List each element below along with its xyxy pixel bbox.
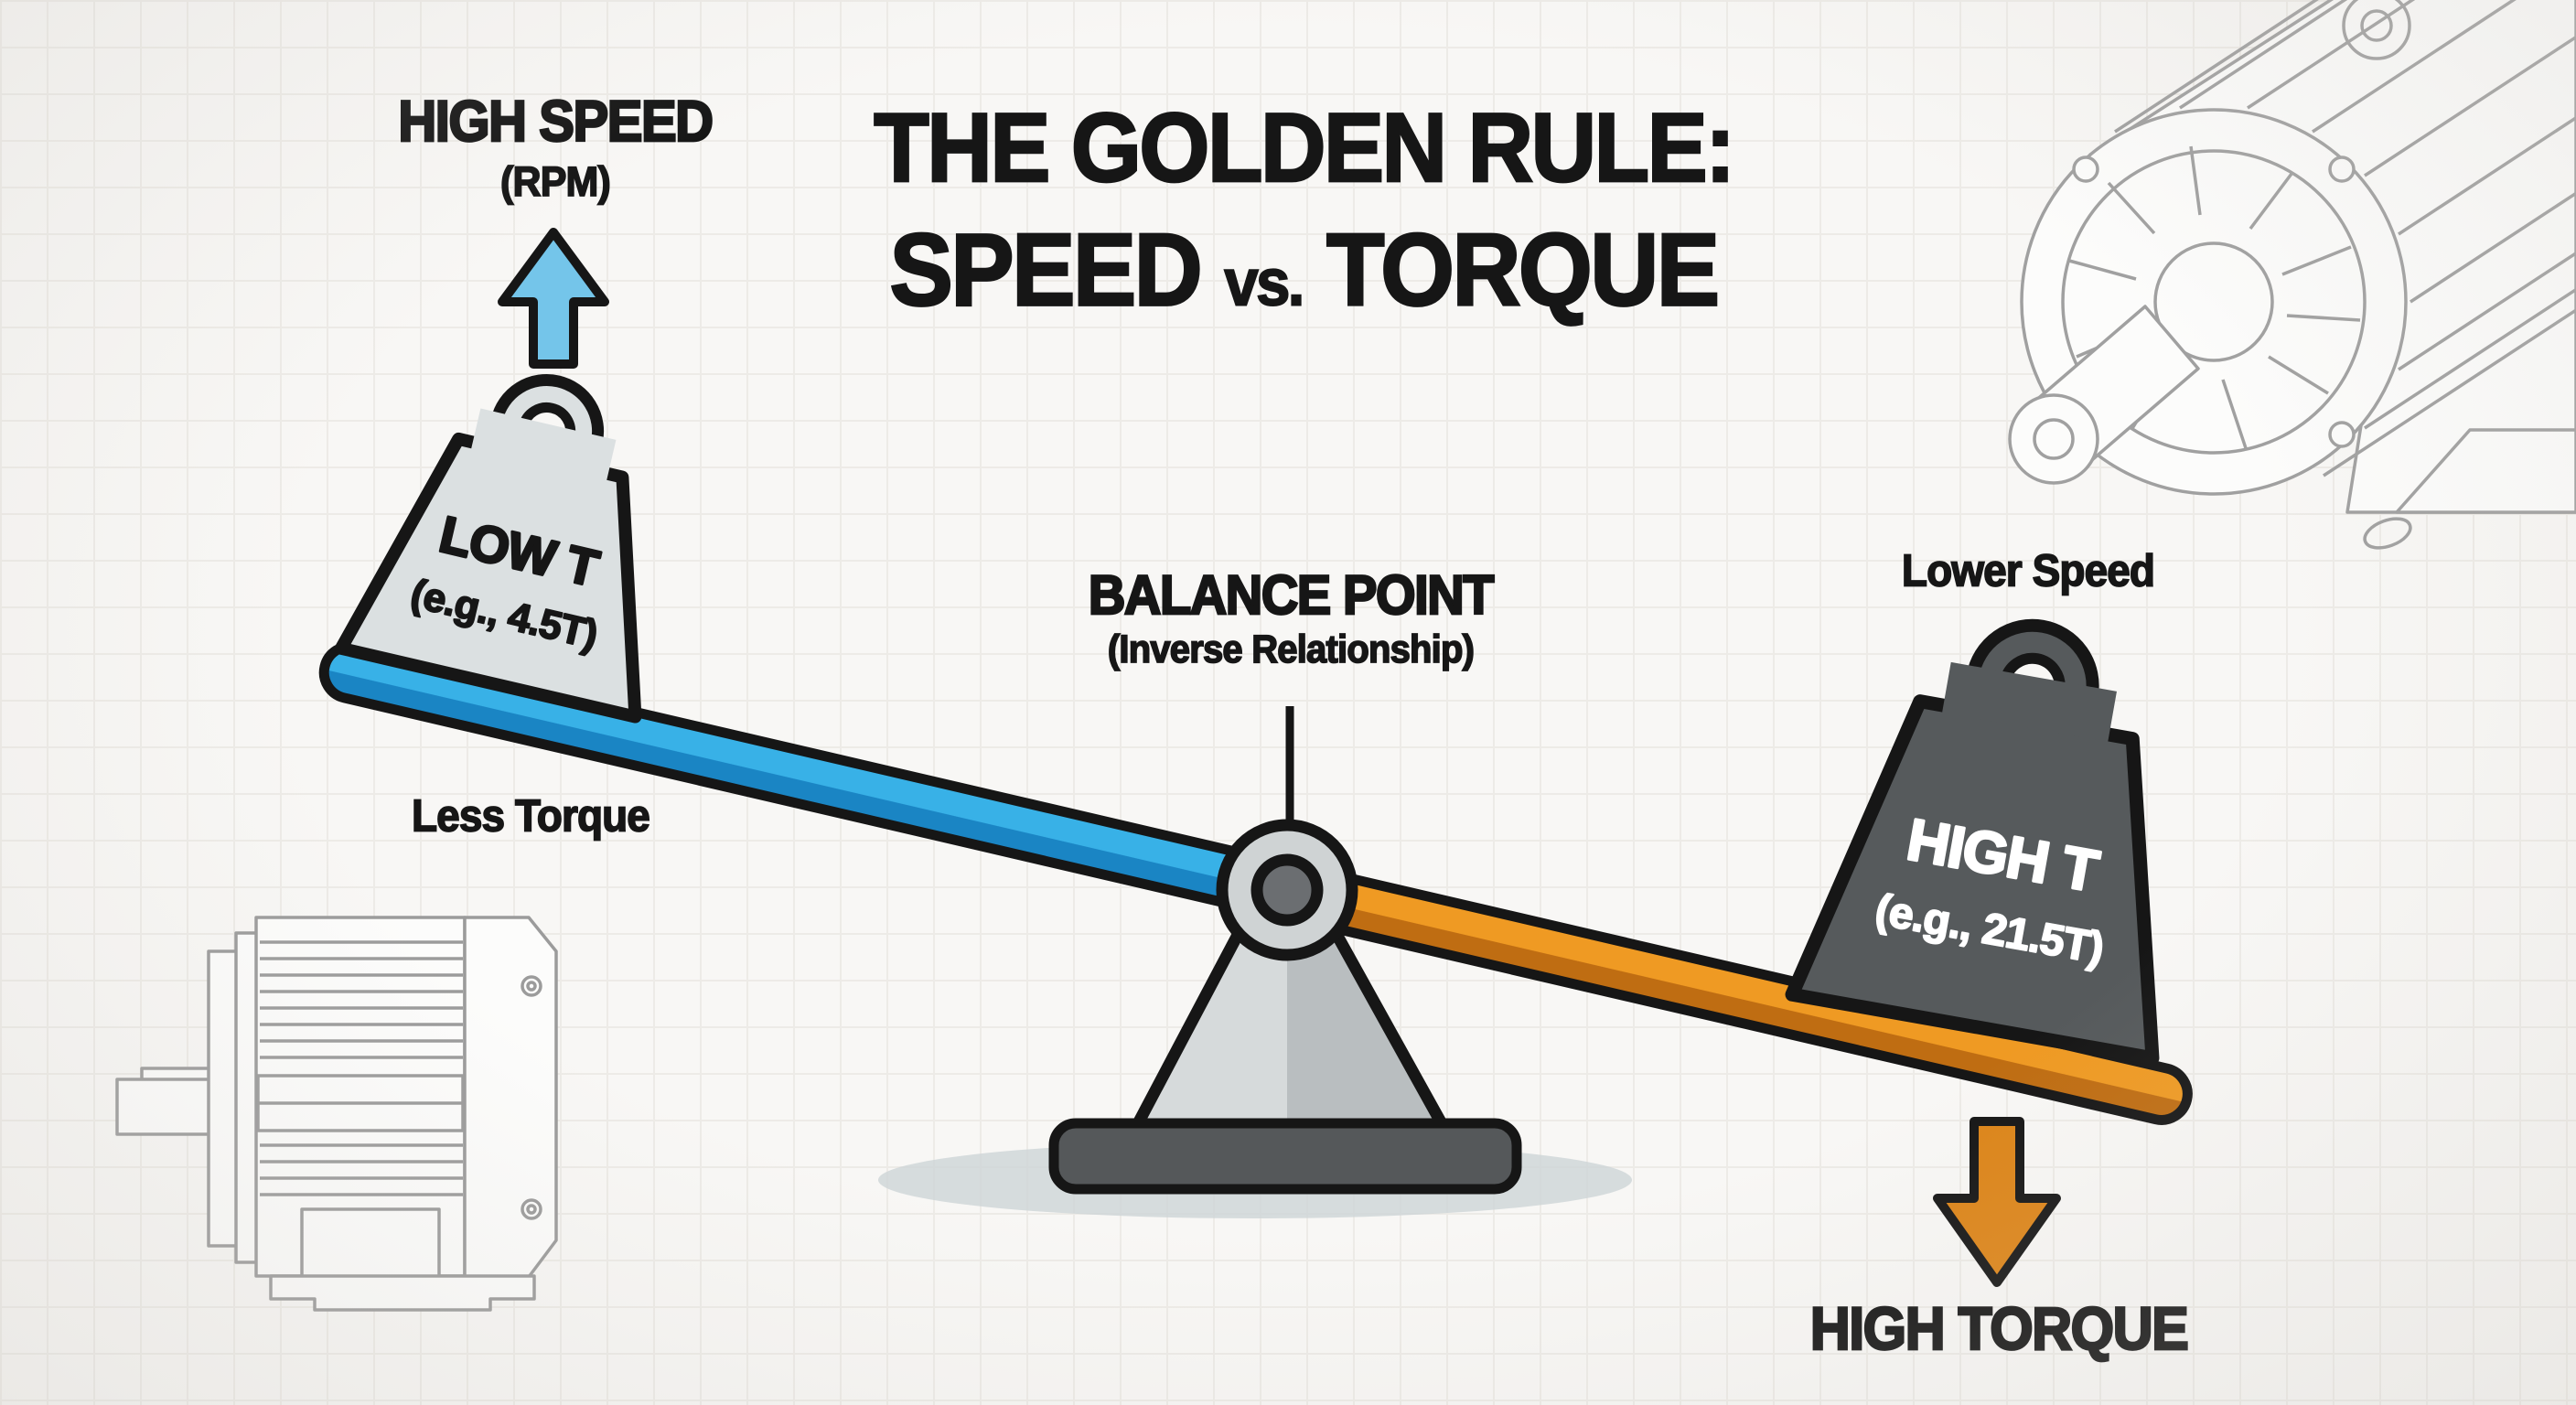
left-weight: LOW T (e.g., 4.5T) [334,373,642,724]
balance-point-sublabel: (Inverse Relationship) [1107,628,1476,672]
less-torque-caption: Less Torque [411,789,651,841]
high-speed-label: HIGH SPEED [397,89,714,155]
pedestal [1048,913,1522,1195]
high-torque-label: HIGH TORQUE [1809,1294,2190,1363]
high-speed-sublabel: (RPM) [499,158,611,206]
high-speed-arrow-up-icon [498,228,609,369]
title-line2-word2: TORQUE [1326,212,1722,328]
pivot-hub [1216,819,1358,961]
left-weight-body [334,432,642,724]
page-title: THE GOLDEN RULE: SPEED vs. TORQUE [750,91,1857,327]
title-line1: THE GOLDEN RULE: [873,91,1736,202]
right-weight: HIGH T (e.g., 21.5T) [1785,618,2160,1066]
motor-side-drawing-icon [115,916,558,1312]
title-line2-vs: vs. [1224,245,1306,320]
motor-isometric-drawing-icon [2008,0,2576,550]
title-line2: SPEED vs. TORQUE [750,212,1857,328]
title-line2-word1: SPEED [888,212,1204,328]
high-speed-annotation: HIGH SPEED (RPM) [349,89,761,206]
high-torque-arrow-down-icon [1933,1117,2061,1287]
balance-point-label: BALANCE POINT [1088,563,1496,627]
right-weight-body [1785,694,2160,1066]
balance-point-annotation: BALANCE POINT (Inverse Relationship) [1012,563,1570,672]
lower-speed-caption: Lower Speed [1901,544,2156,595]
pedestal-base [1048,1118,1522,1195]
